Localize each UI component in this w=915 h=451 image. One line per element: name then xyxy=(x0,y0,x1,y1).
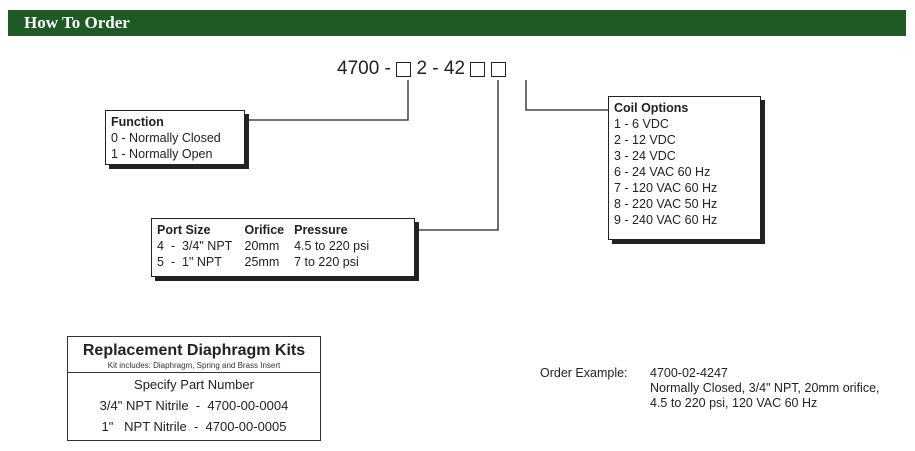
function-option: 1 - Normally Open xyxy=(111,147,213,161)
coil-box: Coil Options 1 - 6 VDC 2 - 12 VDC 3 - 24… xyxy=(608,96,761,240)
function-title: Function xyxy=(111,115,164,129)
replacement-kits-box: Replacement Diaphragm Kits Kit includes:… xyxy=(67,336,321,441)
order-example-line: 4700-02-4247 xyxy=(650,366,728,380)
coil-slot xyxy=(490,61,506,77)
port-row: 4 - 3/4" NPT 20mm 4.5 to 220 psi xyxy=(157,238,379,254)
function-box: Function 0 - Normally Closed 1 - Normall… xyxy=(105,110,245,165)
coil-connector xyxy=(525,80,610,111)
order-example-line: Normally Closed, 3/4" NPT, 20mm orifice, xyxy=(650,381,880,395)
kits-subtitle: Kit includes: Diaphragm, Spring and Bras… xyxy=(107,361,281,370)
orifice-cell: 25mm xyxy=(244,255,280,269)
section-title: How To Order xyxy=(24,13,130,32)
coil-option: 8 - 220 VAC 50 Hz xyxy=(614,197,718,211)
section-header: How To Order xyxy=(8,10,906,36)
kits-title: Replacement Diaphragm Kits xyxy=(82,342,306,359)
coil-title: Coil Options xyxy=(614,101,689,115)
coil-option: 6 - 24 VAC 60 Hz xyxy=(614,165,711,179)
kit-row: 3/4" NPT Nitrile - 4700-00-0004 xyxy=(99,398,289,413)
port-connector xyxy=(415,80,499,231)
order-example-values: 4700-02-4247 Normally Closed, 3/4" NPT, … xyxy=(650,366,880,411)
function-connector xyxy=(246,80,409,121)
orifice-header: Orifice xyxy=(244,223,285,237)
pressure-cell: 7 to 220 psi xyxy=(294,255,359,269)
pressure-header: Pressure xyxy=(294,223,348,237)
coil-option: 2 - 12 VDC xyxy=(614,133,676,147)
port-box: Port Size Orifice Pressure 4 - 3/4" NPT … xyxy=(151,218,415,277)
function-option: 0 - Normally Closed xyxy=(111,131,221,145)
order-example-line: 4.5 to 220 psi, 120 VAC 60 Hz xyxy=(650,396,818,410)
kits-divider xyxy=(68,372,320,373)
kits-specify: Specify Part Number xyxy=(134,377,254,392)
port-size-cell: 4 - 3/4" NPT xyxy=(157,239,233,253)
pressure-cell: 4.5 to 220 psi xyxy=(294,239,370,253)
kit-row: 1" NPT Nitrile - 4700-00-0005 xyxy=(101,419,287,434)
port-table: Port Size Orifice Pressure 4 - 3/4" NPT … xyxy=(157,222,379,270)
port-size-cell: 5 - 1" NPT xyxy=(157,255,222,269)
function-slot xyxy=(396,61,412,77)
order-example-label: Order Example: xyxy=(540,366,628,380)
orifice-cell: 20mm xyxy=(244,239,280,253)
coil-option: 9 - 240 VAC 60 Hz xyxy=(614,213,718,227)
port-row: 5 - 1" NPT 25mm 7 to 220 psi xyxy=(157,254,379,270)
coil-option: 7 - 120 VAC 60 Hz xyxy=(614,181,718,195)
part-number-code: 4700 - 2 - 42 xyxy=(337,58,506,80)
port-header-row: Port Size Orifice Pressure xyxy=(157,222,379,238)
port-size-header: Port Size xyxy=(157,223,211,237)
coil-option: 1 - 6 VDC xyxy=(614,117,669,131)
port-slot xyxy=(470,61,486,77)
coil-option: 3 - 24 VDC xyxy=(614,149,676,163)
code-prefix: 4700 - xyxy=(337,58,391,79)
code-middle: 2 - 42 xyxy=(416,58,466,79)
